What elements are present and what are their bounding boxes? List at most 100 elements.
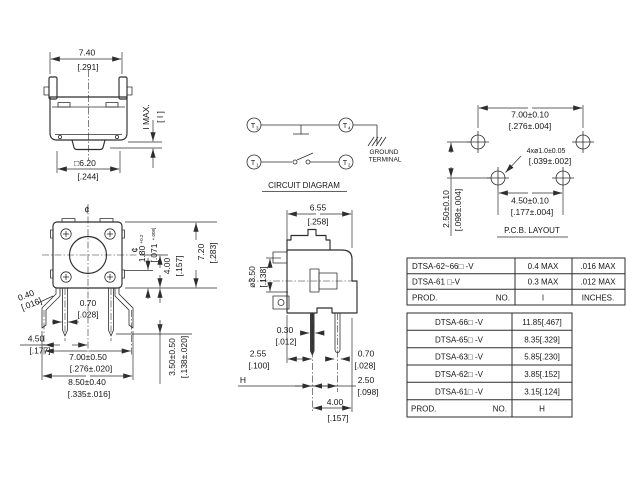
dim-lead-length-mm: 3.50±0.50 bbox=[167, 338, 177, 376]
tol-footer-prod: PROD. bbox=[412, 294, 437, 303]
inner-button-rect bbox=[309, 268, 320, 293]
dim-body-height-in: [.283] bbox=[208, 242, 218, 263]
body-bump-left bbox=[57, 102, 71, 108]
note-hole-size-in: [.039±.002] bbox=[529, 156, 571, 166]
h-row2-name: DTSA-65□ -V bbox=[435, 335, 484, 344]
dim-body-height-mm: 7.20 bbox=[196, 243, 206, 260]
side-body-outline bbox=[286, 249, 358, 314]
dim-lead-span-in: [.335±.016] bbox=[68, 389, 110, 399]
dim-front-gap-mm: 2.55 bbox=[250, 349, 267, 359]
h-footer-val: H bbox=[539, 405, 545, 414]
ground-label-line2: TERMINAL bbox=[369, 157, 402, 164]
switch-lever bbox=[296, 152, 314, 161]
corner-rivets bbox=[60, 228, 116, 283]
dim-lead-span-mm: 8.50±0.40 bbox=[68, 377, 106, 387]
stem-stub-bottom bbox=[272, 295, 290, 310]
dim-pin-thk-mm: 0.30 bbox=[277, 325, 294, 335]
lead-bent-right bbox=[114, 287, 134, 329]
terminal-t3-sub: 3 bbox=[256, 126, 259, 131]
terminal-t4-label: T bbox=[343, 123, 348, 130]
dim-base-width-in: [.244] bbox=[77, 172, 98, 182]
h-row4-name: DTSA-62□ -V bbox=[435, 370, 484, 379]
dim-pcb-pitch-in: [.276±.004] bbox=[509, 121, 551, 131]
dim-stem-in: [.071 bbox=[149, 243, 159, 262]
dim-travel-in: [ I ] bbox=[155, 111, 165, 123]
dim-depth-mm: 4.00 bbox=[327, 397, 344, 407]
stem-stub-top bbox=[272, 251, 288, 264]
circuit-diagram-title: CIRCUIT DIAGRAM bbox=[268, 181, 340, 190]
top-side-view: 7.40 [.291] □6.20 [.244] I MAX. [ I ] bbox=[43, 48, 165, 182]
dim-side-width-mm: 6.55 bbox=[310, 203, 327, 213]
pcb-layout-title: P.C.B. LAYOUT bbox=[504, 226, 560, 235]
terminal-t1-sub: 1 bbox=[256, 163, 259, 168]
dim-pin-width-in: [.028] bbox=[77, 310, 98, 320]
h-row3-val: 5.85[.230] bbox=[524, 353, 560, 362]
h-row4-val: 3.85[.152] bbox=[524, 370, 560, 379]
h-row2-val: 8.35[.329] bbox=[524, 335, 560, 344]
terminal-t2-sub: 2 bbox=[348, 163, 351, 168]
tol-footer-mm: I bbox=[542, 294, 544, 303]
side-bracket-top bbox=[286, 228, 331, 253]
tol-row2-inch: .012 MAX bbox=[580, 278, 616, 287]
dim-top-width-in: [.291] bbox=[77, 62, 98, 72]
top-tab-right bbox=[99, 218, 114, 223]
pcb-layout: 7.00±0.10 [.276±.004] 4xø1.0±0.05 [.039±… bbox=[441, 105, 594, 238]
h-row1-name: DTSA-66□ -V bbox=[435, 318, 484, 327]
dim-pcb-row-mm: 2.50±0.10 bbox=[441, 190, 451, 228]
side-nub-br bbox=[121, 269, 125, 279]
switch-bracket-right-post bbox=[118, 76, 128, 100]
dim-height-label: H bbox=[240, 375, 246, 385]
tol-row1-name: DTSA-62~66□ -V bbox=[412, 262, 474, 271]
contact-left bbox=[292, 159, 298, 165]
dim-front-gap-in: [.100] bbox=[248, 361, 269, 371]
tol-footer-inch: INCHES. bbox=[582, 294, 614, 303]
terminal-t4-sub: 4 bbox=[348, 126, 351, 131]
dim-four-in: [.157] bbox=[174, 255, 184, 276]
ground-label-line1: GROUND bbox=[370, 149, 399, 156]
note-hole-size-mm: 4xø1.0±0.05 bbox=[527, 148, 566, 155]
pcb-holes bbox=[467, 131, 594, 189]
dim-pin-thk-in: [.012] bbox=[275, 337, 296, 347]
dim-lead-thickness: 0.40 [.016] bbox=[16, 287, 43, 312]
top-tab-left bbox=[61, 218, 76, 223]
h-row5-val: 3.15[.124] bbox=[524, 387, 560, 396]
dim-pin-pitch-mm: 2.50 bbox=[358, 375, 375, 385]
dim-top-width-mm: 7.40 bbox=[79, 48, 96, 58]
dim-stem-in-tol: +.008] bbox=[151, 228, 156, 241]
rail-rivet-left bbox=[58, 134, 63, 139]
dim-pin-pitch-in: [.098] bbox=[357, 387, 378, 397]
tol-footer-no: NO. bbox=[496, 294, 510, 303]
side-nub-bl bbox=[50, 269, 54, 279]
dim-base-width-mm: □6.20 bbox=[74, 158, 96, 168]
dim-pin-width-mm: 0.70 bbox=[80, 298, 97, 308]
switch-body-outline bbox=[52, 221, 123, 289]
dim-pcb-pitch-mm: 7.00±0.10 bbox=[511, 110, 549, 120]
switch-bracket-outline bbox=[49, 96, 128, 141]
bracket-right-tab bbox=[126, 86, 133, 96]
tolerance-table: DTSA-62~66□ -V 0.4 MAX .016 MAX DTSA-61 … bbox=[406, 257, 626, 306]
right-angle-side-view: 6.55 [.258] ø3.50 [.138] 0.30 [.012] 2.5… bbox=[238, 203, 379, 423]
bracket-left-tab bbox=[43, 86, 50, 96]
lead-bent-left bbox=[41, 287, 61, 329]
h-row5-name: DTSA-61□ -V bbox=[435, 387, 484, 396]
dim-lead-offset-mm: 4.50 bbox=[28, 334, 45, 344]
circuit-diagram: T 3 T 4 T 1 T 2 GROUND TERMINAL CIRCUIT … bbox=[246, 117, 402, 192]
tolerance-table-border bbox=[406, 257, 626, 306]
dim-side-pin-w-mm: 0.70 bbox=[358, 349, 375, 359]
dim-stem-mm-tol: +0.2 bbox=[139, 234, 144, 243]
dim-pcb-row-in: [.098±.004] bbox=[453, 189, 463, 231]
dim-stem-mm: 1.80 bbox=[137, 245, 147, 262]
centerline-symbol-top: ¢ bbox=[84, 205, 89, 215]
centerline-symbol-right: ¢ bbox=[130, 247, 140, 252]
dim-lead-pitch-in: [.276±.020] bbox=[70, 364, 112, 374]
switch-bracket-left-post bbox=[48, 76, 58, 100]
tol-row2-name: DTSA-61 □-V bbox=[412, 278, 461, 287]
h-footer-prod: PROD. bbox=[411, 405, 436, 414]
tol-row1-inch: .016 MAX bbox=[580, 262, 616, 271]
stem-detail-circle bbox=[277, 299, 285, 306]
dim-pcb-inner-mm: 4.50±0.10 bbox=[511, 196, 549, 206]
terminal-t2-label: T bbox=[343, 160, 348, 167]
dim-depth-in: [.157] bbox=[327, 413, 348, 423]
